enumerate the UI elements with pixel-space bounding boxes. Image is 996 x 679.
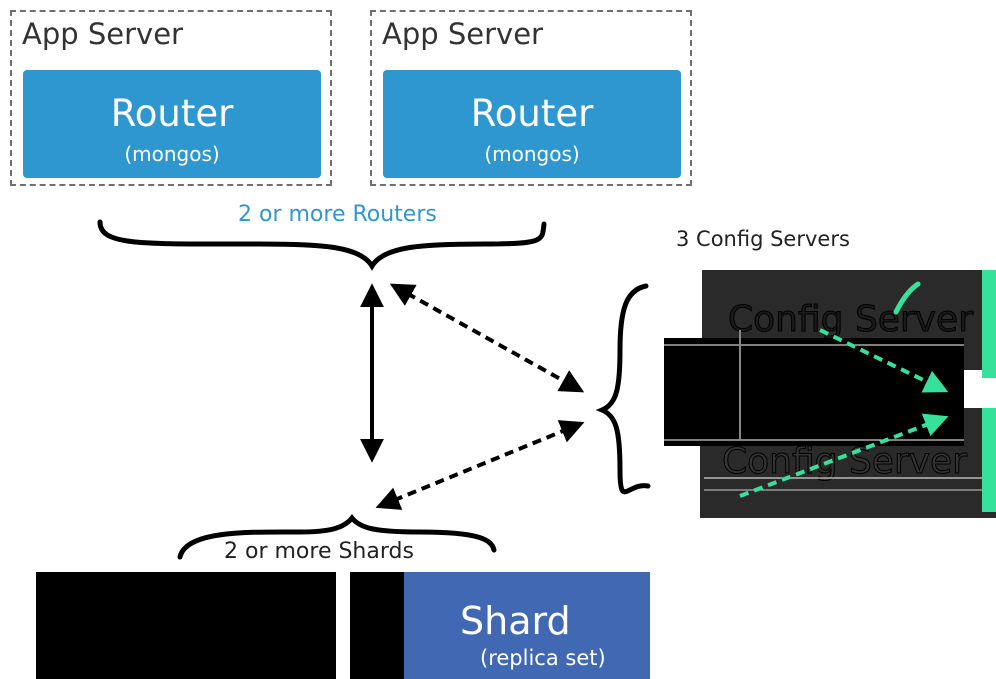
- shard-config-arrow: [375, 420, 585, 510]
- app-server-label: App Server: [22, 17, 183, 51]
- app-server-2: App Server Router (mongos): [370, 10, 692, 186]
- router-config-arrow: [389, 283, 585, 393]
- shard-box-2-left: [350, 572, 404, 679]
- config-server-overlay: [664, 338, 964, 446]
- router-subtitle: (mongos): [484, 142, 580, 166]
- router-box: Router (mongos): [383, 70, 681, 178]
- router-title: Router: [110, 92, 234, 135]
- router-title: Router: [470, 92, 594, 135]
- routers-caption: 2 or more Routers: [238, 202, 437, 227]
- shard-subtitle: (replica set): [480, 646, 606, 670]
- shard-box-2: Shard (replica set): [404, 572, 650, 679]
- routers-brace: [97, 219, 547, 271]
- config-server-label: Config Server: [721, 441, 968, 482]
- app-server-label: App Server: [382, 17, 543, 51]
- config-server-label: Config Server: [727, 299, 974, 340]
- config-servers-caption: 3 Config Servers: [676, 227, 850, 251]
- shards-caption: 2 or more Shards: [224, 539, 414, 564]
- shard-title: Shard: [460, 599, 571, 643]
- shard-box-1: [36, 572, 336, 679]
- router-box: Router (mongos): [23, 70, 321, 178]
- router-subtitle: (mongos): [124, 142, 220, 166]
- app-server-1: App Server Router (mongos): [10, 10, 332, 186]
- config-brace: [595, 283, 651, 495]
